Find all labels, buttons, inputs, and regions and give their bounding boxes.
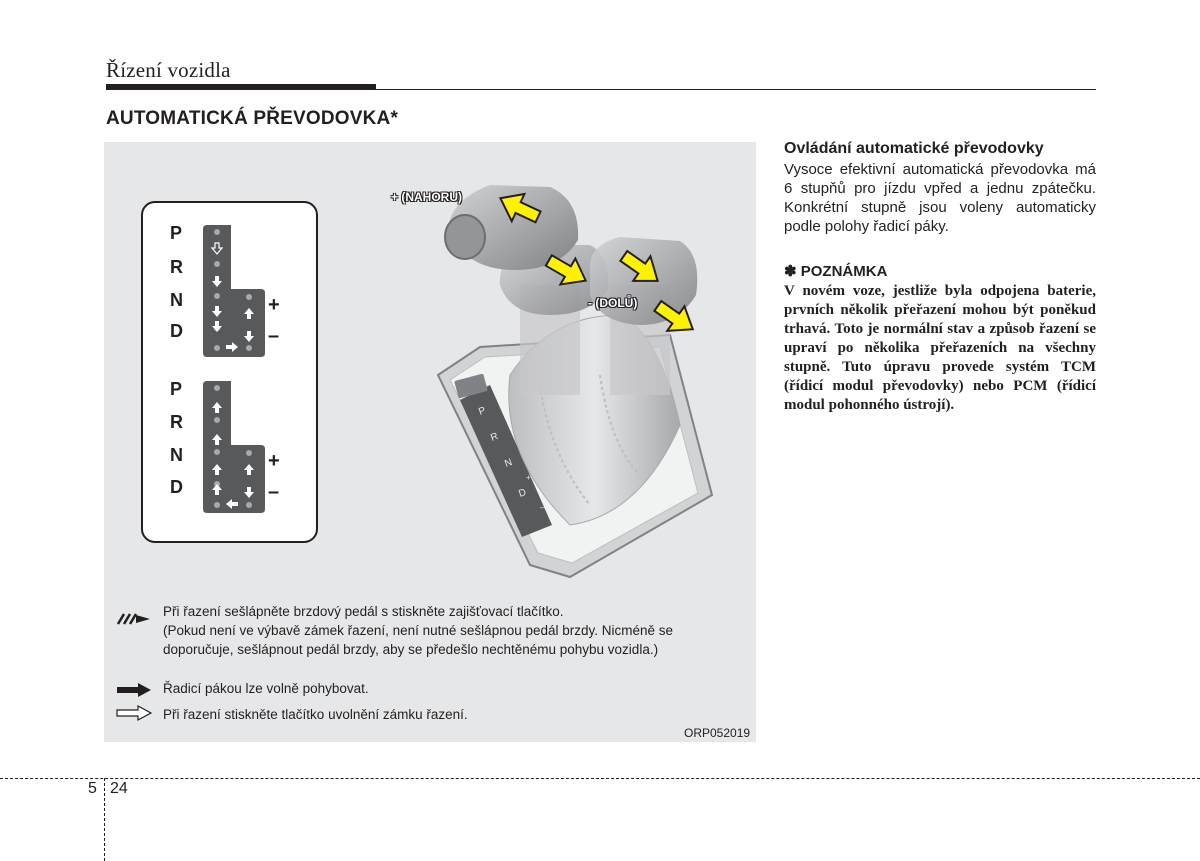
gate-letter-d: D	[170, 321, 183, 341]
brake-pedal-icon	[116, 613, 150, 625]
subsection-heading: Ovládání automatické převodovky	[784, 140, 1044, 157]
gate-letter-p: P	[170, 379, 183, 399]
right-column: Ovládání automatické převodovky Vysoce e…	[784, 140, 1096, 415]
legend-item-free: Řadicí pákou lze volně pohybovat.	[163, 679, 369, 698]
plus-sign: +	[268, 450, 280, 472]
solid-arrow-icon	[117, 683, 151, 697]
callout-shift-up: + (NAHORU)	[391, 190, 462, 204]
shift-lock-release-button	[454, 373, 488, 399]
shift-down-arrow-icon	[652, 299, 695, 332]
shift-gate-upper	[203, 225, 265, 357]
console-plus: +	[526, 473, 531, 482]
section-title: Řízení vozidla	[106, 58, 231, 82]
legend-item-brake: Při řazení sešlápněte brzdový pedál s st…	[163, 602, 673, 659]
legend-line: Při řazení sešlápněte brzdový pedál s st…	[163, 604, 564, 619]
legend-line: Řadicí pákou lze volně pohybovat.	[163, 681, 369, 696]
gate-letter-d: D	[170, 477, 183, 497]
gate-letter-n: N	[170, 290, 183, 310]
shift-up-arrow-icon	[498, 192, 542, 224]
gate-letter-r: R	[170, 412, 183, 432]
header-rule-thick	[106, 84, 376, 90]
gate-letter-p: P	[170, 223, 183, 243]
minus-sign: –	[268, 481, 280, 503]
body-paragraph: Vysoce efektivní automatická převodovka …	[784, 161, 1096, 235]
shift-down-arrow-icon	[544, 253, 588, 286]
note-text: V novém voze, jestliže byla odpojena bat…	[784, 283, 1096, 413]
console-minus: –	[540, 503, 545, 512]
console-letter-d: D	[517, 487, 528, 500]
figure-code: ORP052019	[684, 726, 751, 740]
gear-lever-illustration: P R N D + –	[436, 185, 714, 579]
outline-arrow-icon	[116, 705, 152, 721]
page-number: 24	[110, 780, 128, 797]
shift-up-arrow-icon	[618, 249, 659, 282]
plus-sign: +	[268, 294, 280, 316]
shift-gate-diagram	[141, 201, 318, 543]
page-heading: AUTOMATICKÁ PŘEVODOVKA*	[106, 108, 399, 129]
note-heading: ✽ POZNÁMKA	[784, 263, 888, 280]
footer-divider	[104, 778, 105, 861]
chapter-number: 5	[88, 780, 97, 797]
console-letter-r: R	[489, 431, 500, 444]
gate-letter-r: R	[170, 257, 183, 277]
console-letter-p: P	[477, 405, 487, 418]
legend-line: doporučuje, sešlápnout pedál brzdy, aby …	[163, 642, 659, 657]
callout-shift-down: - (DOLŮ)	[588, 296, 638, 310]
header-rule	[106, 89, 1096, 90]
legend-line: Při řazení stiskněte tlačítko uvolnění z…	[163, 707, 468, 722]
legend-line: (Pokud není ve výbavě zámek řazení, není…	[163, 623, 674, 638]
gate-letter-n: N	[170, 445, 183, 465]
minus-sign: –	[268, 325, 280, 347]
shift-gate-lower	[203, 381, 265, 513]
legend-item-release: Při řazení stiskněte tlačítko uvolnění z…	[163, 705, 468, 724]
console-letter-n: N	[503, 457, 514, 470]
footer-rule	[0, 778, 1200, 779]
